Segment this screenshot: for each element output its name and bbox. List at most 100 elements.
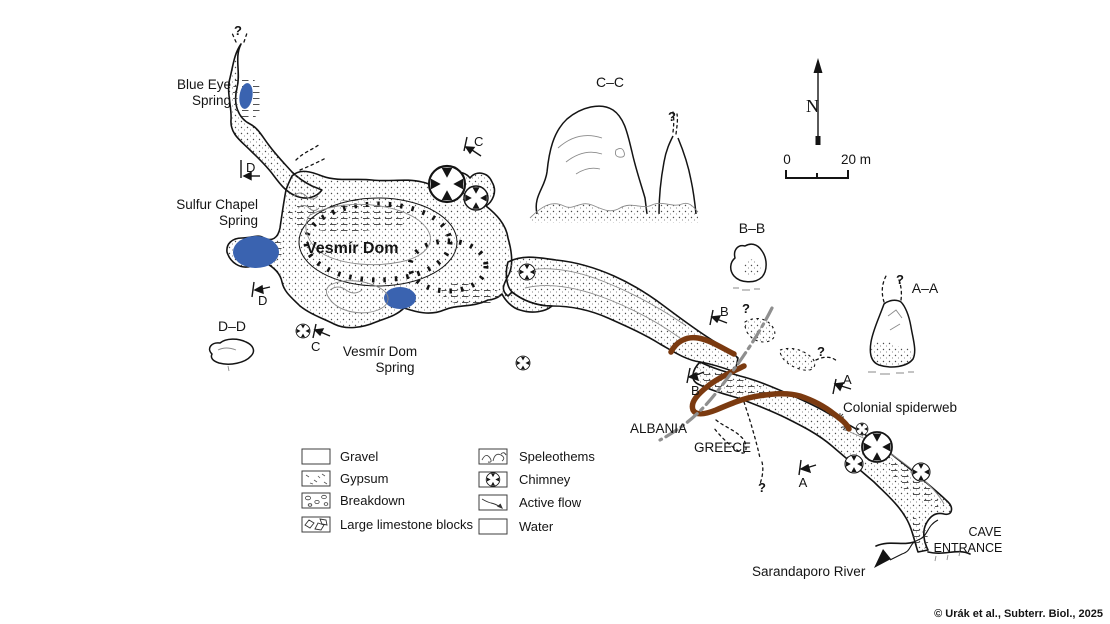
section-marker-b-bottom [686, 367, 705, 384]
section-marker-d-bottom-label: D [258, 293, 267, 308]
albania-label: ALBANIA [630, 421, 687, 436]
entrance-surface-hatches [934, 550, 961, 562]
sulfur-chapel-spring-label-2: Spring [219, 213, 258, 228]
section-marker-a-top [832, 378, 852, 395]
chimney-symbol [295, 323, 311, 339]
section-marker-d-bottom [251, 281, 271, 298]
legend-swatch-gypsum [301, 470, 331, 487]
sarandaporo-river-label: Sarandaporo River [752, 564, 866, 579]
question-mark: ? [817, 344, 825, 359]
section-marker-d-top [240, 160, 260, 181]
question-mark: ? [742, 301, 750, 316]
river-flow-arrowhead [874, 549, 891, 568]
legend-swatch-large-limestone-blocks [301, 516, 331, 533]
blue-eye-spring-water [239, 83, 253, 109]
scale-bar: 0 20 m [783, 152, 871, 179]
legend-label-water: Water [519, 519, 554, 534]
section-marker-d-top-label: D [246, 160, 255, 175]
legend-swatch-speleothems [478, 448, 508, 465]
dd-profile [208, 338, 255, 365]
legend-swatch-active-flow [478, 494, 508, 511]
section-marker-c-top [463, 136, 482, 157]
chimney-symbol [855, 422, 869, 436]
section-marker-b-top-label: B [720, 304, 729, 319]
greece-label: GREECE [694, 440, 751, 455]
dd-detail [217, 347, 237, 372]
attribution: © Urák et al., Subterr. Biol., 2025 [934, 608, 1103, 620]
section-marker-a-bottom-label: A [799, 475, 808, 490]
section-marker-c-bottom-label: C [311, 339, 320, 354]
cc-right-spike [658, 135, 697, 215]
section-marker-a-top-label: A [843, 372, 852, 387]
chimney-symbol [427, 164, 467, 204]
legend: Gravel Gypsum Breakdown Large limestone … [301, 448, 595, 535]
section-marker-c-top-label: C [474, 134, 483, 149]
entrance-surface-lines [875, 541, 971, 555]
legend-swatch-gravel [301, 448, 331, 465]
legend-label-gravel: Gravel [340, 449, 378, 464]
vesmir-dom-spring-water [384, 287, 416, 309]
chimney-symbol [515, 355, 531, 371]
mid-passage [505, 256, 739, 373]
cross-section-dd [208, 338, 255, 372]
chamber-pit-ring-small [407, 238, 489, 294]
section-marker-b-top [709, 309, 728, 326]
question-mark: ? [896, 272, 904, 287]
chimney-symbol [844, 454, 864, 474]
question-mark: ? [758, 480, 766, 495]
blue-eye-spring-label-2: Spring [192, 93, 231, 108]
cross-section-dd-label: D–D [218, 318, 246, 334]
chamber-pit-ring-large-edge [298, 197, 458, 287]
cc-spike-dashes [672, 111, 679, 135]
chamber-speleothem-squiggles [293, 192, 363, 294]
legend-label-speleothems: Speleothems [519, 449, 595, 464]
vesmir-dom-spring-label-2: Spring [375, 360, 414, 375]
aa-top-dashes [881, 275, 903, 303]
scale-zero: 0 [783, 152, 791, 167]
albania-greece-boundary-line [658, 306, 774, 442]
chamber-water-texture-lower [440, 283, 501, 306]
aa-floor-stipple [871, 340, 913, 366]
chimney-symbol [861, 431, 893, 463]
albania-greece-border-cave-wall-2 [689, 363, 852, 432]
cross-section-cc-label: C–C [596, 74, 624, 90]
legend-swatch-chimney [478, 471, 508, 488]
chamber-contour-1 [305, 203, 431, 266]
bb-ground-dashes [733, 287, 760, 291]
cc-strata-arcs [557, 135, 603, 175]
scale-twenty: 20 m [841, 152, 871, 167]
question-mark: ? [234, 23, 242, 38]
chimney-symbol [463, 185, 489, 211]
mid-passage-contours [519, 268, 686, 339]
legend-label-breakdown: Breakdown [340, 493, 405, 508]
sulfur-chapel-spring-label-1: Sulfur Chapel [176, 197, 258, 212]
cross-section-bb-label: B–B [739, 220, 765, 236]
chimney-symbol [518, 263, 536, 281]
chimney-symbol [911, 462, 931, 482]
aa-block-lines [887, 309, 903, 331]
vesmir-dom-label: Vesmír Dom [306, 240, 398, 257]
cave-entrance-label-2: ENTRANCE [934, 541, 1003, 555]
legend-label-large-limestone-blocks: Large limestone blocks [340, 517, 473, 532]
legend-label-gypsum: Gypsum [340, 471, 388, 486]
cross-section-aa-label: A–A [912, 280, 939, 296]
chamber-contour-2 [325, 280, 389, 314]
cc-small-glyph [614, 147, 625, 158]
north-arrow: N [806, 58, 823, 145]
legend-label-active-flow: Active flow [519, 495, 582, 510]
section-marker-a-bottom [798, 459, 817, 476]
cave-entrance-label-1: CAVE [968, 525, 1001, 539]
cc-floor-line [529, 202, 699, 219]
entrance-neck-water-texture [910, 516, 929, 549]
section-marker-b-bottom-label: B [691, 383, 700, 398]
right-arm-water-texture [884, 456, 939, 508]
cross-section-bb [730, 243, 767, 291]
north-label: N [806, 96, 819, 116]
aa-ground-dashes [868, 371, 914, 375]
cc-profile [535, 105, 648, 215]
river-flow-line [889, 519, 939, 561]
legend-swatch-water [478, 518, 508, 535]
cross-section-cc [529, 105, 699, 223]
cc-floor-stipple [530, 203, 698, 223]
